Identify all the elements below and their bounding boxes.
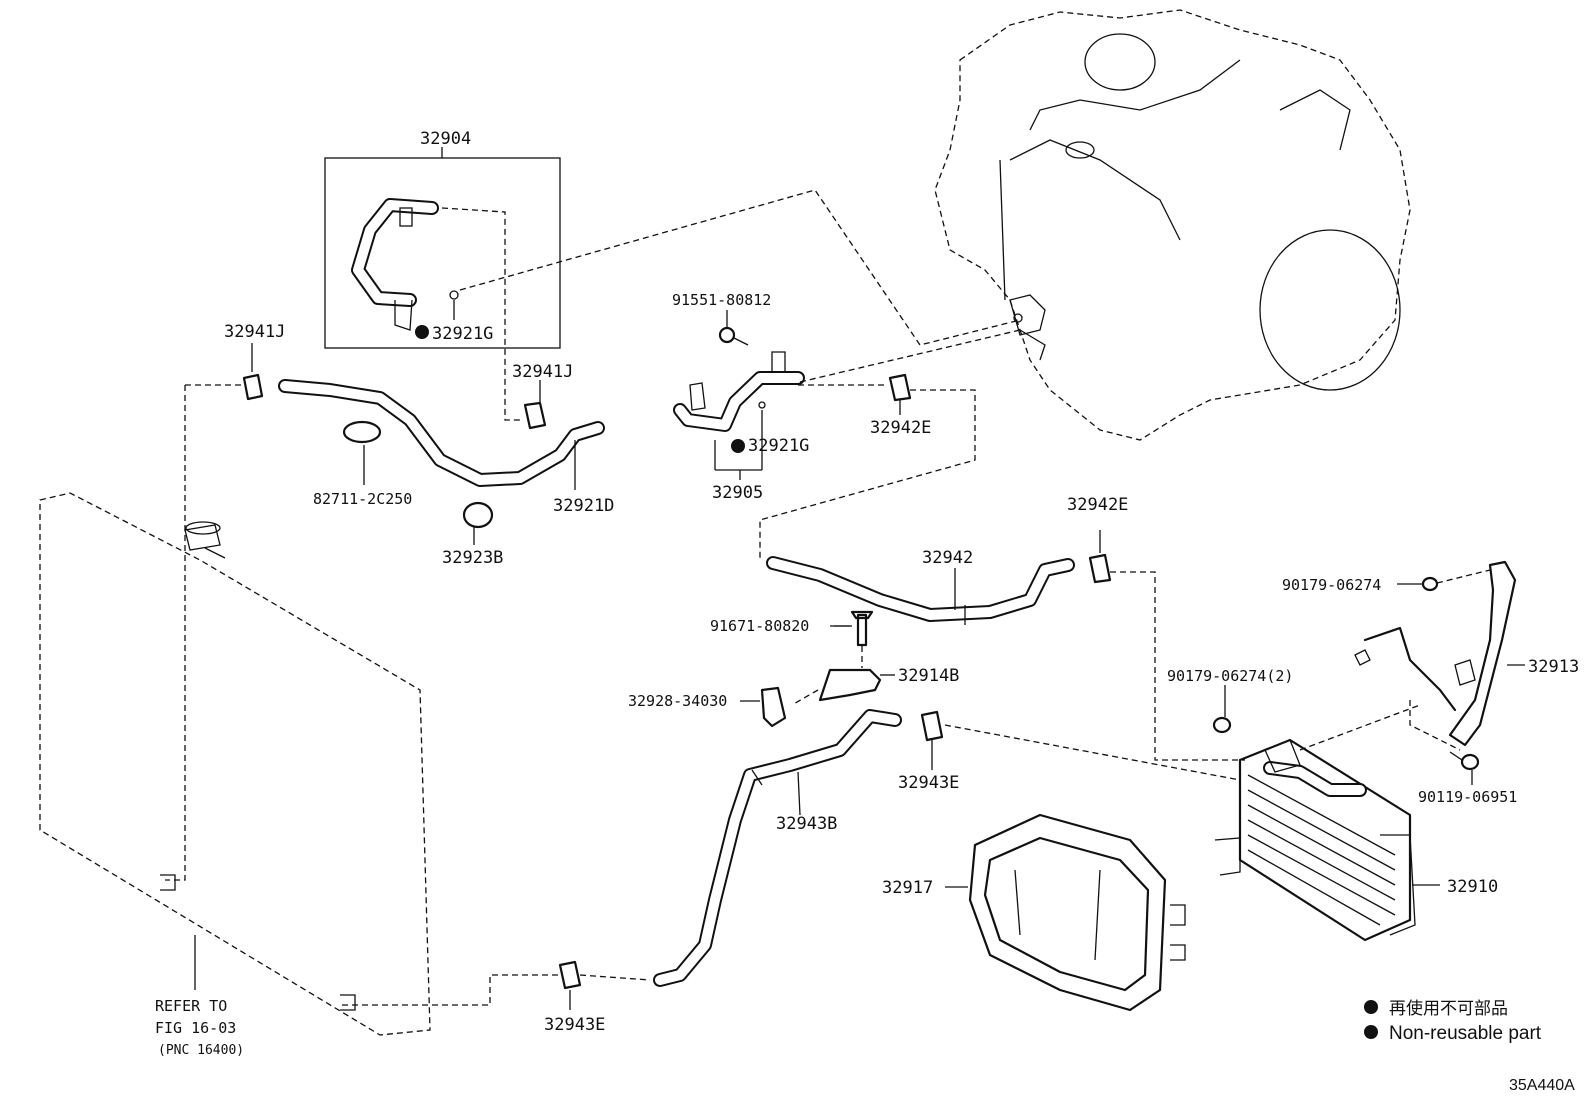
label-32942: 32942	[922, 548, 973, 568]
label-82711: 82711-2C250	[313, 490, 412, 508]
label-32942e-a: 32942E	[870, 418, 931, 438]
clamp-32943e-mid	[920, 710, 1241, 781]
hose-32942	[766, 556, 1075, 625]
transmission-outline	[934, 9, 1411, 441]
label-32914b: 32914B	[898, 666, 959, 686]
nut-90179-2	[1212, 685, 1232, 734]
label-32928: 32928-34030	[628, 692, 727, 710]
clamp-32942e-top	[759, 373, 976, 558]
clamp-82711	[342, 420, 382, 485]
legend: 再使用不可部品 Non-reusable part	[1364, 998, 1542, 1044]
part-labels: 32904 32921G 32941J 32941J 82711-2C250 3…	[224, 129, 1579, 1035]
legend-dot-jp	[1364, 1000, 1378, 1014]
refer-line1: REFER TO	[155, 997, 227, 1015]
label-32904: 32904	[420, 129, 471, 149]
label-91551: 91551-80812	[672, 291, 771, 309]
clip-32928	[740, 686, 787, 728]
refer-note: REFER TO FIG 16-03 (PNC 16400)	[155, 997, 244, 1058]
refer-line2: FIG 16-03	[155, 1019, 236, 1037]
clamp-32923b	[462, 501, 494, 545]
legend-dot-en	[1364, 1025, 1378, 1039]
label-32921d: 32921D	[553, 496, 614, 516]
leader-32904-transmission	[459, 189, 1021, 346]
label-32943b: 32943B	[776, 814, 837, 834]
label-32921g-a: 32921G	[432, 324, 493, 344]
bolt-90119	[1449, 751, 1480, 785]
label-32917: 32917	[882, 878, 933, 898]
label-32921g-b: 32921G	[748, 436, 809, 456]
label-91671: 91671-80820	[710, 617, 809, 635]
label-32913: 32913	[1528, 657, 1579, 677]
label-90179-b: 90179-06274(2)	[1167, 667, 1293, 685]
clamp-32941j-left	[165, 343, 264, 881]
clamp-32942e-right	[1088, 530, 1245, 761]
bracket-32913	[1299, 560, 1525, 751]
clamp-32943e-bottom	[340, 960, 651, 1010]
oil-cooler-32910	[1214, 738, 1440, 942]
label-32941j-a: 32941J	[224, 322, 285, 342]
hose-32921d	[278, 379, 605, 490]
label-32910: 32910	[1447, 877, 1498, 897]
label-32942e-b: 32942E	[1067, 495, 1128, 515]
label-90119: 90119-06951	[1418, 788, 1517, 806]
label-32943e-a: 32943E	[898, 773, 959, 793]
radiator-outline	[39, 492, 431, 1036]
air-duct-32917	[945, 813, 1186, 1012]
clamp-32941j-right	[523, 380, 547, 430]
legend-en: Non-reusable part	[1389, 1023, 1542, 1044]
label-32941j-b: 32941J	[512, 362, 573, 382]
refer-line3: (PNC 16400)	[158, 1043, 244, 1058]
figure-code: 35A440A	[1509, 1077, 1575, 1094]
legend-jp: 再使用不可部品	[1389, 998, 1508, 1018]
pipe-assembly-32904	[324, 147, 561, 421]
label-32943e-b: 32943E	[544, 1015, 605, 1035]
label-32923b: 32923B	[442, 548, 503, 568]
hose-32943b	[653, 709, 902, 987]
label-90179-a: 90179-06274	[1282, 576, 1381, 594]
pipe-assembly-32905	[673, 310, 1021, 480]
label-32905: 32905	[712, 483, 763, 503]
